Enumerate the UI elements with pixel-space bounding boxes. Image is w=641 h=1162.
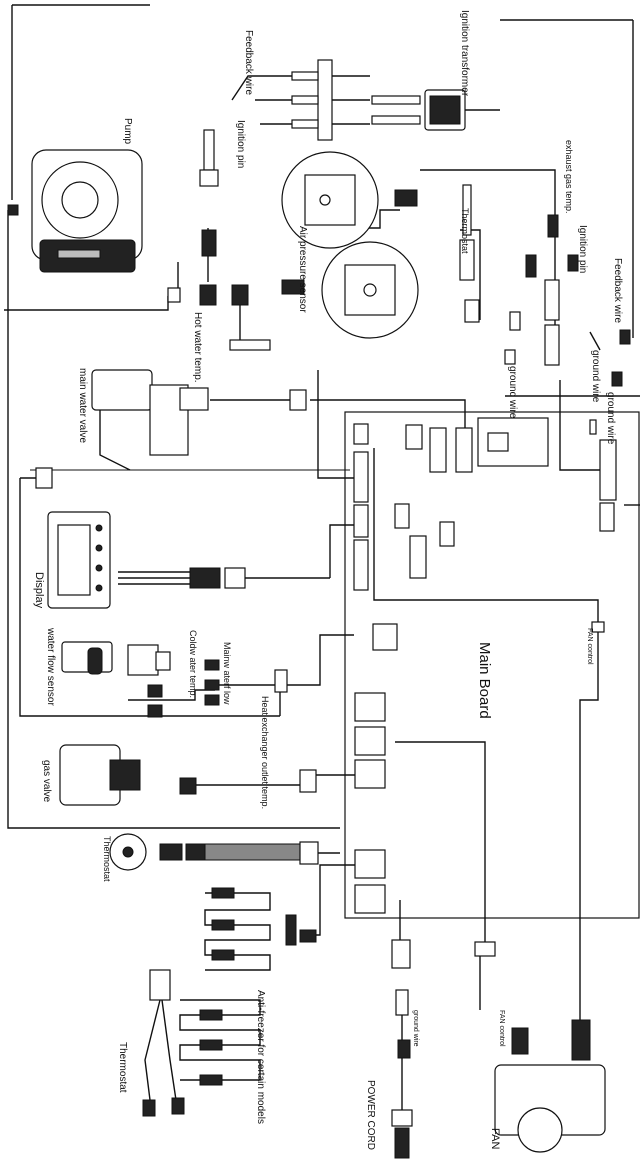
label-fan-control-top: FAN control [586,628,593,665]
label-ignition-pin-top: Ignition pin [235,120,246,168]
label-cold-water-temp: Coldw ater temp. [188,630,198,698]
fan [474,621,606,1153]
air-pressure-sensor-upper [281,151,418,249]
label-main-water-flow: Mainw aterf low [222,642,232,705]
thermostat-mid [109,833,319,871]
label-thermostat-top: Thermostat [460,208,470,254]
ignition-transformer [371,89,500,131]
label-anti-freezer: Anti-freezer for certain models [255,990,266,1124]
display [47,511,246,609]
label-ignition-pin-right: Ignition pin [577,225,588,273]
main-board [344,411,640,919]
label-ground-wire-cord: ground wire [412,1010,419,1047]
label-main-water-valve: main water valve [77,368,88,443]
label-power-cord: POWER CORD [365,1080,376,1150]
main-water-valve [35,369,307,489]
label-feedback-wire-top: Feedback wire [243,30,254,95]
label-thermostat-bottom: Thermostat [117,1042,128,1093]
hot-water-temp-sensor [199,129,271,351]
label-main-board: Main Board [476,642,493,719]
connector-cluster-right [504,214,631,435]
label-heat-exchanger-outlet-temp: Heat exchanger outlet temp. [260,696,270,809]
label-ignition-transformer: Ignition transformer [459,10,470,97]
label-fan: FAN [489,1128,501,1149]
pump [7,149,181,303]
label-air-pressure-sensor: Air pressure sensor [297,226,308,313]
thermostat-top [459,184,480,323]
label-fan-control-bottom: FAN control [498,1010,505,1047]
label-ground-wire-c: ground wire [590,350,601,403]
anti-freezer [179,887,317,1086]
label-water-flow-sensor: water flow sensor [45,627,56,706]
label-ground-wire-b: ground wire [605,392,616,445]
thermostat-bottom [142,969,185,1117]
labels: Ignition transformer Feedback wire Ignit… [33,10,623,1150]
label-thermostat-mid: Thermostat [102,836,112,882]
label-exhaust-gas-temp: exhaust gas temp. [564,140,574,214]
power-cord [391,939,413,1159]
label-display: Display [33,572,45,609]
water-flow-sensor [61,641,288,718]
label-ground-wire-a: ground wire [507,366,518,419]
label-feedback-wire-right: Feedback wire [612,258,623,323]
air-pressure-sensor-lower [281,241,419,339]
label-gas-valve: gas valve [41,760,52,803]
ignition-electrode-assembly [231,59,370,141]
board-connector-block [353,423,617,914]
label-hot-water-temp: Hot water temp. [192,312,203,383]
label-pump: Pump [122,118,133,145]
gas-valve [59,744,317,806]
